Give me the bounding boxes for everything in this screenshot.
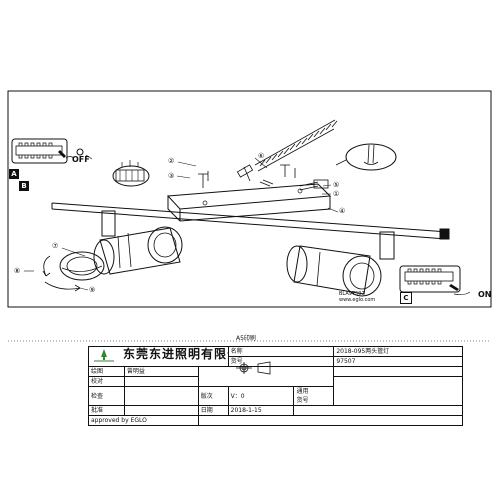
value-date: 2018-1-15: [230, 407, 262, 414]
spotlight-left: [59, 226, 183, 281]
callout-leaders: [24, 157, 339, 291]
approved-by: approved by EGLO: [91, 417, 147, 424]
value-name-cell: 2018-095两头管灯: [333, 346, 463, 357]
label-c: C: [400, 292, 412, 304]
blank-cell-6: [293, 405, 463, 416]
label-inspect: 检查: [91, 392, 104, 400]
callout-2: ②: [168, 157, 175, 165]
callout-5: ⑤: [333, 181, 340, 189]
detail-c-switch-on: [399, 265, 471, 296]
label-check-cell: 校对: [88, 376, 125, 387]
title-row-company: 东莞东进照明有限公司 名称 2018-095两头管灯: [88, 346, 463, 367]
mounting-plate: [166, 183, 332, 222]
callout-7: ⑦: [52, 242, 59, 250]
projection-cell: [197, 366, 335, 387]
blank-cell-1: [333, 366, 463, 377]
detail-zoom-screwdriver: [335, 143, 397, 171]
title-block: 东莞东进照明有限公司 名称 2018-095两头管灯 货号 97507 绘图 曾…: [88, 346, 464, 426]
label-drawn: 绘图: [91, 368, 104, 375]
switch-on-text: ON: [478, 290, 492, 299]
model-code: BLA97507: [339, 291, 365, 297]
website: www.eglo.com: [339, 297, 376, 303]
label-date: 日期: [200, 407, 213, 414]
callout-9: ⑨: [89, 286, 96, 294]
callout-3: ③: [168, 172, 175, 180]
value-drawn: 曾明益: [126, 368, 145, 375]
detail-a-switch-off: [11, 138, 93, 164]
label-general-cell: 通用货号: [293, 386, 335, 406]
lamp-bar: [51, 202, 450, 240]
label-approve: 批准: [91, 407, 104, 414]
value-model-cell: 97507: [333, 356, 463, 367]
mounting-screws: [198, 164, 329, 191]
spotlight-arm-left: [101, 210, 116, 237]
value-version: V：0: [230, 392, 245, 400]
label-name-cell: 名称: [227, 346, 335, 357]
title-row-approved-by: approved by EGLO: [88, 415, 464, 426]
label-check: 校对: [91, 378, 104, 385]
spotlight-right: [286, 245, 382, 297]
callout-4: ④: [339, 207, 346, 215]
label-date-cell: 日期: [197, 405, 229, 416]
blank-cell-2: [123, 376, 199, 387]
rotation-arrows-left: [42, 255, 81, 292]
label-b: B: [19, 181, 29, 191]
spotlight-arm-right: [379, 231, 395, 260]
value-date-cell: 2018-1-15: [227, 405, 295, 416]
blank-cell-3: [333, 376, 463, 406]
callout-1: ①: [333, 190, 340, 198]
ceiling-hatching: [254, 119, 338, 172]
label-inspect-cell: 检查: [88, 386, 125, 406]
value-model: 97507: [336, 358, 356, 365]
detail-terminal-block: [112, 160, 150, 187]
approved-by-cell: approved by EGLO: [88, 415, 199, 426]
blank-cell-7: [197, 415, 464, 426]
label-model: 货号: [230, 358, 243, 365]
value-version-cell: V：0: [227, 386, 295, 406]
label-a: A: [9, 169, 19, 179]
callout-6: ⑥: [258, 152, 265, 160]
print-spec: A5印刷: [236, 335, 256, 342]
blank-cell-4: [123, 386, 199, 406]
value-drawn-cell: 曾明益: [123, 366, 199, 377]
label-approve-cell: 批准: [88, 405, 125, 416]
label-item-no: 货号: [296, 397, 309, 404]
callout-8: ⑧: [14, 267, 21, 275]
blank-cell-5: [123, 405, 199, 416]
label-name: 名称: [230, 348, 243, 355]
switch-off-text: OFF: [72, 155, 90, 164]
company-name: 东莞东进照明有限公司: [123, 347, 228, 361]
label-drawn-cell: 绘图: [88, 366, 125, 377]
drawing-frame: [7, 90, 492, 308]
label-model-cell: 货号: [227, 356, 335, 367]
label-version-cell: 版次: [197, 386, 229, 406]
company-logo: [94, 349, 114, 362]
company-cell: 东莞东进照明有限公司: [88, 346, 229, 367]
title-row-approve: 批准 日期 2018-1-15: [88, 405, 463, 416]
label-version: 版次: [200, 392, 213, 400]
title-row-drawn: 绘图 曾明益: [88, 366, 463, 387]
title-row-check: 校对: [88, 376, 463, 406]
value-name: 2018-095两头管灯: [336, 348, 390, 355]
label-general: 通用: [296, 388, 309, 395]
